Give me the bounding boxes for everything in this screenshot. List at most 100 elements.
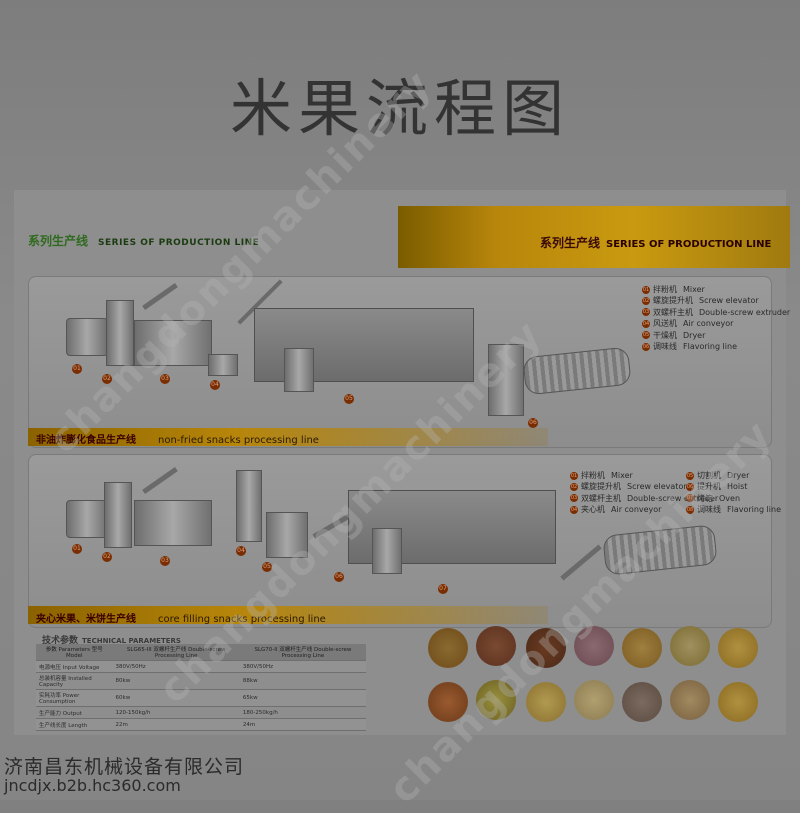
series-header-right-en: SERIES OF PRODUCTION LINE	[606, 239, 772, 250]
marker-06: 06	[334, 572, 344, 582]
legend-cn: 双螺杆主机	[581, 493, 621, 503]
legend-cn: 螺旋提升机	[581, 482, 621, 492]
marker-04: 04	[210, 380, 220, 390]
legend-number: 01	[642, 285, 650, 294]
legend-en: Dryer	[727, 471, 750, 480]
legend-en: Double-screw extruder	[627, 493, 719, 503]
line-2-label-en: core filling snacks processing line	[158, 614, 326, 625]
company-url: jncdjx.b2b.hc360.com	[4, 776, 181, 795]
product-photo	[476, 680, 516, 720]
line-2-label: 夹心米果、米饼生产线 core filling snacks processing…	[36, 610, 326, 625]
marker-07: 07	[438, 584, 448, 594]
table-cell: 生产能力 Output	[36, 706, 113, 719]
marker-05: 05	[262, 562, 272, 572]
marker-06: 06	[528, 418, 538, 428]
legend-en: Screw elevator	[699, 296, 759, 306]
legend-cn: 螺旋提升机	[653, 296, 693, 306]
table-row: 生产能力 Output 120-150kg/h 180-250kg/h	[36, 706, 366, 719]
legend-en: Hoist	[727, 482, 748, 492]
table-cell: 88kw	[239, 672, 366, 690]
legend-cn: 夹心机	[581, 505, 605, 515]
legend-cn: 切割机	[697, 471, 721, 480]
legend-en: Screw elevator	[627, 482, 687, 492]
control-cabinet	[106, 300, 134, 366]
tech-params-title-cn: 技术参数	[42, 636, 79, 646]
marker-02: 02	[102, 552, 112, 562]
marker-04: 04	[236, 546, 246, 556]
cutter-machine	[266, 512, 308, 558]
control-cabinet	[104, 482, 132, 548]
product-photo	[574, 680, 614, 720]
table-header-cell: 参数 Parameters 型号 Model	[36, 644, 113, 661]
legend-number: 04	[642, 319, 650, 328]
marker-01: 01	[72, 544, 82, 554]
series-header-right: 系列生产线 SERIES OF PRODUCTION LINE	[540, 234, 771, 251]
legend-number: 06	[686, 482, 694, 491]
table-header-row: 参数 Parameters 型号 Model SLG65-III 双螺杆生产线 …	[36, 644, 366, 661]
extruder-machine	[134, 320, 212, 366]
table-cell: 180-250kg/h	[239, 706, 366, 719]
legend-en: Double-screw extruder	[699, 307, 791, 317]
product-photo	[670, 626, 710, 666]
series-header-left-cn: 系列生产线	[28, 234, 89, 248]
table-cell: 总装机容量 Installed Capacity	[36, 672, 113, 690]
product-photo	[622, 682, 662, 722]
legend-cn: 拌粉机	[653, 285, 677, 294]
line-2-label-cn: 夹心米果、米饼生产线	[36, 614, 136, 625]
mixer-machine	[66, 500, 108, 538]
product-photo	[718, 682, 758, 722]
legend-number: 03	[570, 494, 578, 503]
gold-banner	[398, 206, 790, 268]
legend-en: Air conveyor	[611, 505, 662, 515]
legend-cn: 调味线	[653, 342, 677, 352]
mixer-machine	[66, 318, 108, 356]
table-row: 实耗功率 Power Consumption 60kw 65kw	[36, 689, 366, 707]
legend-en: Dryer	[683, 330, 706, 340]
legend-number: 08	[686, 505, 694, 514]
table-cell: 生产线长度 Length	[36, 718, 113, 731]
legend-number: 01	[570, 471, 578, 480]
legend-en: Oven	[719, 493, 741, 503]
legend-cn: 风送机	[653, 319, 677, 329]
legend-number: 02	[642, 296, 650, 305]
product-photo	[526, 682, 566, 722]
table-row: 总装机容量 Installed Capacity 80kw 88kw	[36, 672, 366, 690]
product-photo	[476, 626, 516, 666]
table-cell: 60kw	[112, 689, 240, 707]
legend-number: 05	[686, 471, 694, 480]
product-photo	[428, 682, 468, 722]
legend-cn: 干燥机	[653, 330, 677, 340]
series-header-right-cn: 系列生产线	[540, 236, 601, 250]
marker-02: 02	[102, 374, 112, 384]
table-cell: 实耗功率 Power Consumption	[36, 689, 113, 707]
dryer-machine	[254, 308, 474, 382]
table-cell: 65kw	[239, 689, 366, 707]
table-row: 电源电压 Input Voltage 380V/50Hz 380V/50Hz	[36, 660, 366, 673]
page-title: 米果流程图	[229, 72, 570, 145]
table-cell: 电源电压 Input Voltage	[36, 660, 113, 673]
table-cell: 22m	[112, 718, 240, 731]
line-1-label-stripe	[28, 428, 548, 446]
legend-cn: 烤箱	[697, 493, 713, 503]
company-name: 济南昌东机械设备有限公司	[4, 756, 245, 778]
line-1-label-cn: 非油炸膨化食品生产线	[36, 435, 136, 446]
legend-en: Flavoring line	[727, 505, 781, 515]
table-cell: 24m	[239, 718, 366, 731]
legend-en: Flavoring line	[683, 342, 737, 352]
legend-cn: 调味线	[697, 505, 721, 515]
